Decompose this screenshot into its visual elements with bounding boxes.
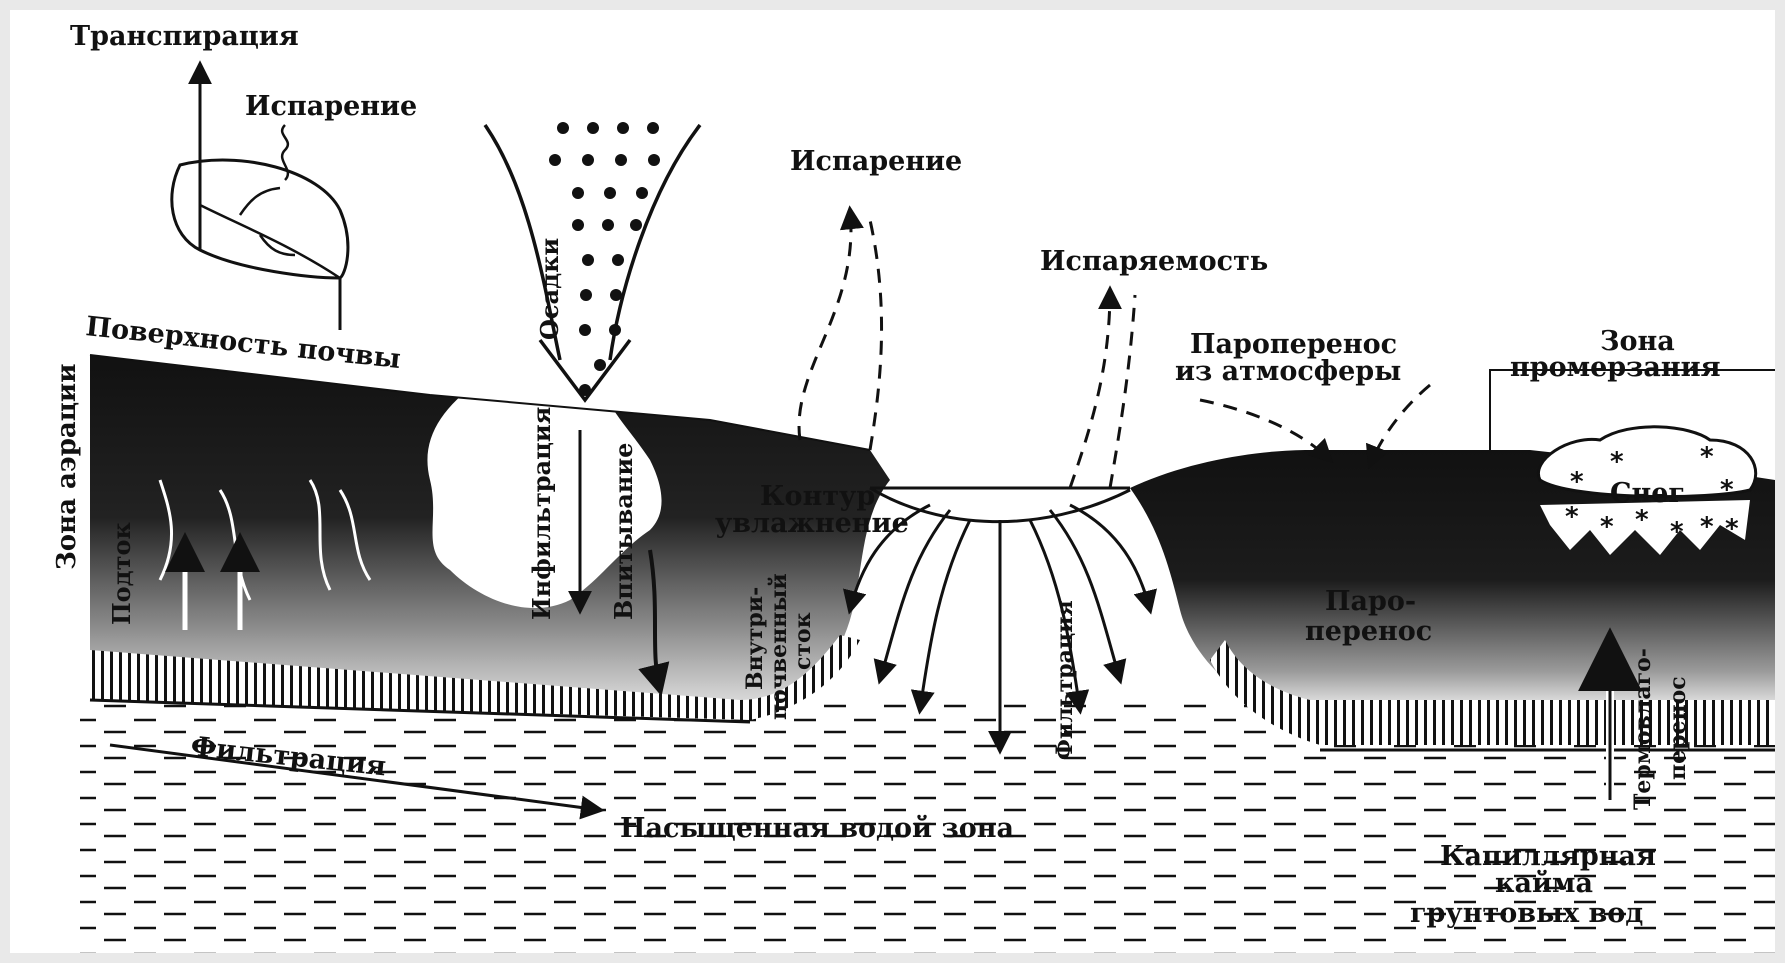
svg-text:*: * xyxy=(1600,512,1614,542)
evaporation-soil-arrow xyxy=(799,210,851,440)
label-moisture-contour-2: увлажнение xyxy=(715,508,909,539)
label-aeration-zone: Зона аэрации xyxy=(52,363,82,570)
svg-text:*: * xyxy=(1725,514,1739,544)
svg-text:*: * xyxy=(1565,502,1579,532)
svg-text:*: * xyxy=(1570,467,1584,497)
label-thermo-moisture-2: перенос xyxy=(1665,676,1691,780)
evaporation-soil-arrow-2 xyxy=(870,220,882,450)
label-freezing-zone-2: промерзания xyxy=(1510,352,1721,383)
svg-text:*: * xyxy=(1700,442,1714,472)
evaporability-arrow-2 xyxy=(1110,295,1135,488)
label-evaporation-soil: Испарение xyxy=(790,146,962,177)
label-evaporation-plant: Испарение xyxy=(245,91,417,122)
raindrop-icons xyxy=(549,122,660,396)
label-saturated-zone: Насыщенная водой зона xyxy=(620,813,1014,844)
label-transpiration: Транспирация xyxy=(70,21,299,52)
label-precipitation: Осадки xyxy=(535,238,564,340)
svg-text:*: * xyxy=(1610,447,1624,477)
svg-text:*: * xyxy=(1670,517,1684,547)
label-vapor-atmosphere-2: из атмосферы xyxy=(1175,356,1401,387)
svg-text:*: * xyxy=(1635,505,1649,535)
label-infiltration: Инфильтрация xyxy=(527,407,556,620)
water-cycle-diagram: *** *** **** xyxy=(10,10,1775,953)
svg-text:*: * xyxy=(1700,512,1714,542)
diagram-frame: *** *** **** xyxy=(10,10,1775,953)
label-subsurface-runoff-3: сток xyxy=(790,612,816,670)
label-capillary-rise: Подток xyxy=(107,521,136,625)
label-snow: Снег xyxy=(1610,478,1685,509)
svg-text:*: * xyxy=(1720,475,1734,505)
label-capillary-fringe-3: грунтовых вод xyxy=(1410,898,1643,929)
label-filtration-vertical: Фильтрация xyxy=(1052,600,1078,760)
label-thermo-moisture-1: Термовлаго- xyxy=(1630,648,1656,810)
label-vapor-transfer-2: перенос xyxy=(1305,616,1432,647)
evaporability-arrow xyxy=(1070,290,1110,488)
label-absorption: Впитывание xyxy=(609,443,638,620)
leaf-icon xyxy=(172,160,348,278)
label-subsurface-runoff-2: почвенный xyxy=(766,573,792,720)
label-subsurface-runoff-1: Внутри- xyxy=(742,587,768,690)
label-capillary-fringe-2: кайма xyxy=(1495,868,1593,899)
label-evaporability: Испаряемость xyxy=(1040,246,1268,277)
label-vapor-transfer-1: Паро- xyxy=(1325,586,1416,617)
